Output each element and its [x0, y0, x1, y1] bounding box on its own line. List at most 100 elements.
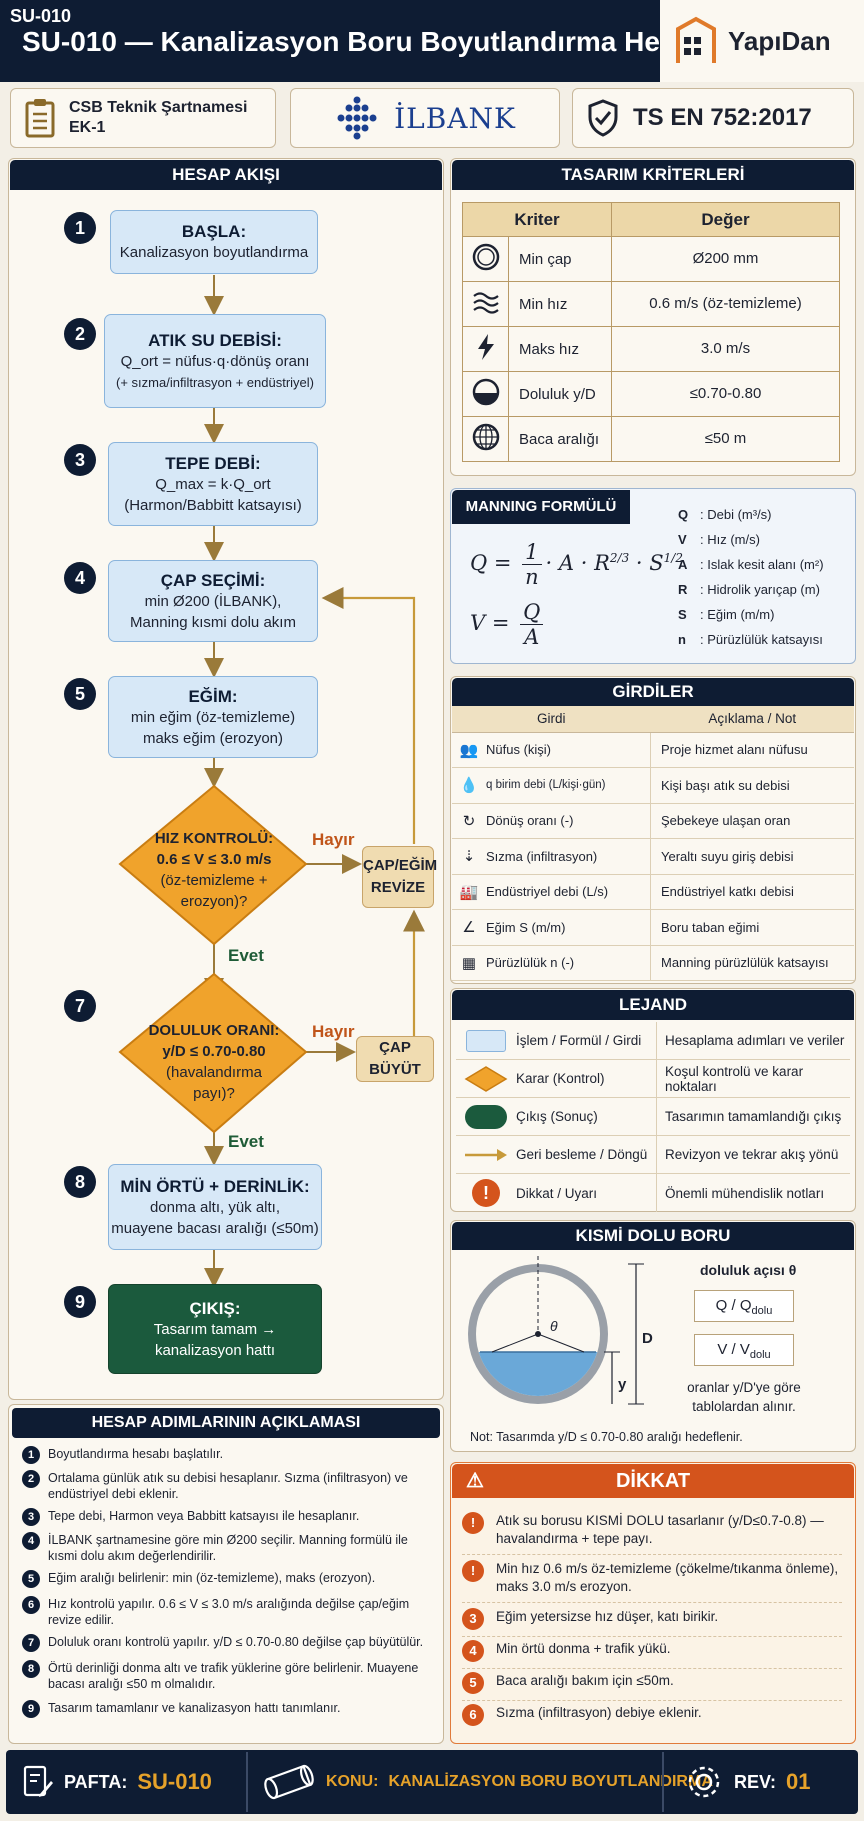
- inputs-row: 🏭Endüstriyel debi (L/s)Endüstriyel katkı…: [452, 874, 854, 910]
- roughness-icon: ▦: [452, 945, 486, 981]
- factory-icon: 🏭: [452, 874, 486, 910]
- criteria-value: Ø200 mm: [611, 236, 840, 282]
- step-2-line-2: (+ sızma/infiltrasyon + endüstriyel): [116, 374, 314, 390]
- criteria-header-row: Kriter Değer: [462, 202, 840, 237]
- revise-diameter-slope-box[interactable]: ÇAP/EĞİM REVİZE: [362, 846, 437, 908]
- waves-icon: [472, 292, 499, 314]
- brand-logo[interactable]: YapıDan: [660, 0, 864, 82]
- step-3-title: TEPE DEBİ:: [165, 453, 261, 473]
- legend-desc: Koşul kontrolü ve karar noktaları: [656, 1060, 850, 1097]
- step-number-8: 8: [64, 1166, 96, 1198]
- explanation-number: 2: [22, 1470, 40, 1488]
- input-name: Sızma (infiltrasyon): [486, 838, 651, 875]
- v-ratio-sub: dolu: [749, 1349, 771, 1361]
- step-number-4: 4: [64, 562, 96, 594]
- var-desc: Debi (m³/s): [707, 507, 772, 522]
- ratio-note-line-1: oranlar y/D'ye göre: [687, 1380, 801, 1395]
- attention-title-text: DİKKAT: [615, 1470, 691, 1492]
- attention-text: Eğim yetersizse hız düşer, katı birikir.: [496, 1609, 719, 1624]
- explanation-number: 1: [22, 1446, 40, 1464]
- attention-text: Min örtü donma + trafik yükü.: [496, 1641, 671, 1656]
- step-slope-box[interactable]: EĞİM: min eğim (öz-temizleme) maks eğim …: [108, 676, 318, 758]
- input-note: Endüstriyel katkı debisi: [649, 874, 854, 910]
- legend-label: İşlem / Formül / Girdi: [516, 1033, 642, 1048]
- manning-var: V: Hız (m/s): [678, 532, 760, 547]
- var-symbol: Q: [678, 507, 689, 522]
- manning-var: Q: Debi (m³/s): [678, 507, 772, 522]
- manning-var: A: Islak kesit alanı (m²): [678, 557, 824, 572]
- inputs-table: Girdi Açıklama / Not 👥Nüfus (kişi)Proje …: [452, 706, 854, 981]
- step-diameter-box[interactable]: ÇAP SEÇİMİ: min Ø200 (İLBANK), Manning k…: [108, 560, 318, 642]
- step-9-title: ÇIKIŞ:: [189, 1298, 241, 1318]
- circle-icon: [472, 243, 499, 271]
- inputs-row: ⇣Sızma (infiltrasyon)Yeraltı suyu giriş …: [452, 838, 854, 875]
- explanation-text: Örtü derinliği donma altı ve trafik yükl…: [48, 1661, 419, 1691]
- legend-row-warning: ! Dikkat / Uyarı Önemli mühendislik notl…: [456, 1174, 850, 1212]
- shield-check-icon: [588, 99, 618, 137]
- enlarge-label: ÇAP BÜYÜT: [369, 1039, 421, 1078]
- cycle-icon: ↻: [452, 803, 486, 839]
- legend-row-exit: Çıkış (Sonuç) Tasarımın tamamlandığı çık…: [456, 1098, 850, 1136]
- fill-ratio-line-2: (havalandırma: [166, 1064, 262, 1081]
- partial-pipe-diagram: [468, 1256, 644, 1405]
- gear-icon: [688, 1766, 720, 1798]
- q-ratio-sub: dolu: [751, 1305, 773, 1317]
- input-name: Endüstriyel debi (L/s): [486, 874, 651, 910]
- footer-sheet: PAFTA: SU-010: [22, 1750, 212, 1814]
- input-note: Boru taban eğimi: [649, 909, 854, 946]
- explanation-number: 8: [22, 1660, 40, 1678]
- step-5-line-2: maks eğim (erozyon): [142, 729, 284, 747]
- explanation-text: Eğim aralığı belirlenir: min (öz-temizle…: [48, 1571, 376, 1585]
- ilbank-name: İLBANK: [394, 101, 516, 135]
- csb-annex: EK-1: [69, 119, 106, 136]
- step-5-line-1: min eğim (öz-temizleme): [130, 708, 296, 726]
- input-name: Eğim S (m/m): [486, 909, 651, 946]
- var-symbol: n: [678, 632, 686, 647]
- step-wastewater-box[interactable]: ATIK SU DEBİSİ: Q_ort = nüfus·q·dönüş or…: [104, 314, 326, 408]
- legend-label: Karar (Kontrol): [516, 1071, 605, 1086]
- brand-name: YapıDan: [728, 25, 831, 56]
- theta-label: θ: [550, 1318, 558, 1334]
- speed-check-label: HIZ KONTROLÜ: 0.6 ≤ V ≤ 3.0 m/s (öz-temi…: [124, 828, 304, 912]
- attention-number: 5: [462, 1672, 484, 1694]
- process-swatch-icon: [466, 1029, 506, 1052]
- fill-ratio-label: DOLULUK ORANI: y/D ≤ 0.70-0.80 (havaland…: [124, 1020, 304, 1104]
- step-cover-depth-box[interactable]: MİN ÖRTÜ + DERİNLİK: donma altı, yük alt…: [108, 1164, 322, 1250]
- seepage-icon: ⇣: [452, 838, 486, 875]
- exit-pill-icon: [465, 1104, 507, 1129]
- step-peak-flow-box[interactable]: TEPE DEBİ: Q_max = k·Q_ort (Harmon/Babbi…: [108, 442, 318, 526]
- step-8-line-2: muayene bacası aralığı (≤50m): [111, 1219, 319, 1237]
- criteria-row: Baca aralığı ≤50 m: [462, 416, 840, 462]
- fill-no-label: Hayır: [312, 1022, 355, 1041]
- step-2-title: ATIK SU DEBİSİ:: [148, 330, 282, 350]
- ratio-note: oranlar y/D'ye göre tablolardan alınır.: [676, 1378, 812, 1416]
- criteria-row: Min hız 0.6 m/s (öz-temizleme): [462, 281, 840, 327]
- half-circle-icon: [472, 378, 499, 406]
- step-5-title: EĞİM:: [188, 686, 238, 706]
- step-exit-box[interactable]: ÇIKIŞ: Tasarım tamam → kanalizasyon hatt…: [108, 1284, 322, 1374]
- var-desc: Hız (m/s): [707, 532, 760, 547]
- criteria-row: Doluluk y/D ≤0.70-0.80: [462, 371, 840, 417]
- explanation-row: 8 Örtü derinliği donma altı ve trafik yük…: [22, 1660, 438, 1692]
- ratio-note-line-2: tablolardan alınır.: [692, 1399, 796, 1414]
- building-logo-icon: [676, 16, 716, 63]
- input-note: Proje hizmet alanı nüfusu: [649, 732, 854, 768]
- criteria-value: ≤0.70-0.80: [611, 371, 840, 417]
- attention-row: !Min hız 0.6 m/s öz-temizleme (çökelme/t…: [462, 1560, 842, 1603]
- globe-icon: [472, 423, 499, 451]
- legend-row-process: İşlem / Formül / Girdi Hesaplama adımlar…: [456, 1022, 850, 1060]
- v-ratio-box: V / Vdolu: [694, 1334, 794, 1366]
- legend-desc: Revizyon ve tekrar akış yönü: [656, 1136, 850, 1173]
- step-start-box[interactable]: BAŞLA: Kanalizasyon boyutlandırma: [110, 210, 318, 274]
- speed-check-line-3: erozyon)?: [180, 893, 248, 910]
- attention-text: Sızma (infiltrasyon) debiye eklenir.: [496, 1705, 702, 1720]
- q-ratio: Q / Q: [715, 1297, 752, 1314]
- fill-ratio-line-3: payı)?: [193, 1085, 235, 1102]
- attention-title: ⚠ DİKKAT: [452, 1464, 854, 1498]
- enlarge-diameter-box[interactable]: ÇAP BÜYÜT: [356, 1036, 434, 1082]
- explanation-number: 9: [22, 1700, 40, 1718]
